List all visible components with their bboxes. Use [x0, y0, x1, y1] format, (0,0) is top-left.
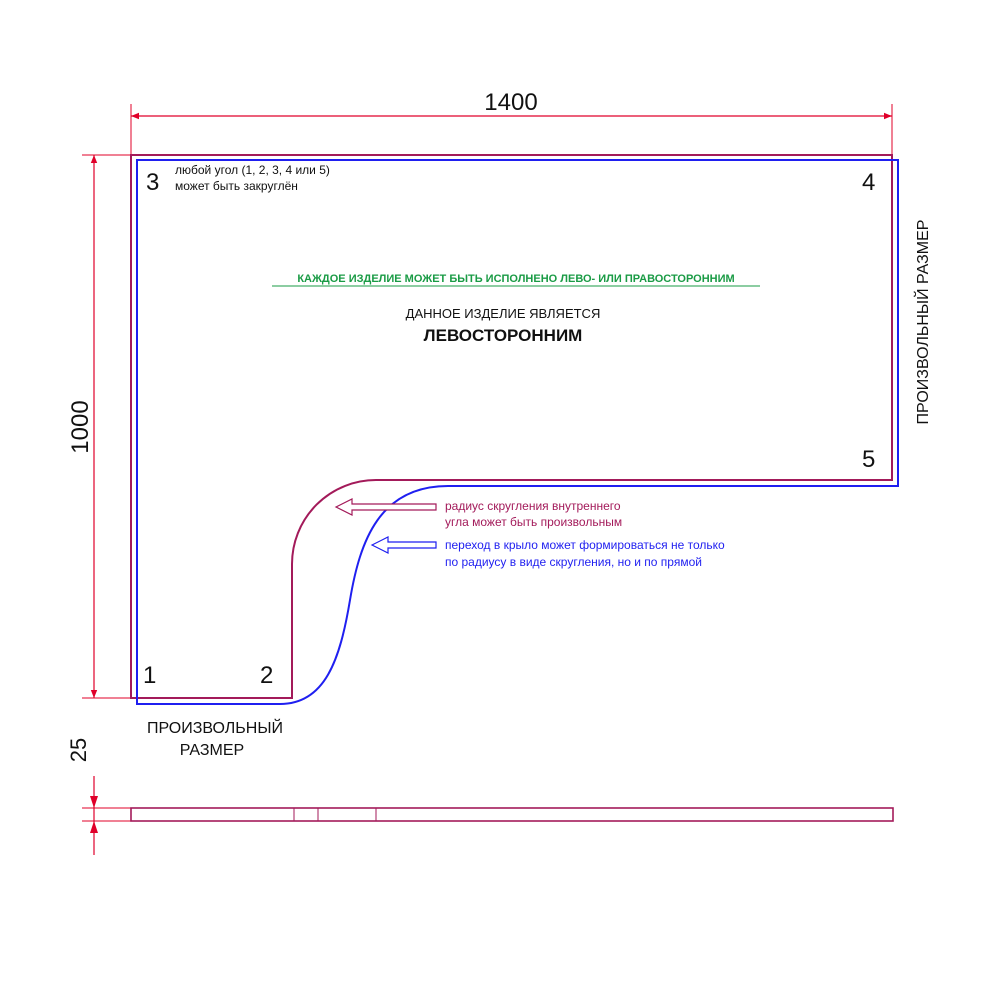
thickness-dimension: 25 [66, 738, 131, 855]
width-value: 1400 [484, 89, 537, 116]
straight-transition-outline [136, 159, 899, 705]
corner-number-5: 5 [862, 446, 875, 473]
bottom-side-label-line1: ПРОИЗВОЛЬНЫЙ [147, 718, 283, 737]
transition-note-line1: переход в крыло может формироваться не т… [445, 538, 725, 552]
height-value: 1000 [67, 400, 94, 453]
height-dimension: 1000 [67, 154, 131, 699]
corner-number-3: 3 [146, 169, 159, 196]
thickness-arrow-bottom [90, 821, 98, 833]
transition-note-line2: по радиусу в виде скругления, но и по пр… [445, 555, 702, 569]
thickness-value: 25 [66, 738, 91, 762]
product-is-label: ДАННОЕ ИЗДЕЛИЕ ЯВЛЯЕТСЯ [406, 306, 601, 321]
left-hand-outline [130, 154, 893, 699]
corner-note-line2: может быть закруглён [175, 179, 298, 193]
corner-note-line1: любой угол (1, 2, 3, 4 или 5) [175, 163, 330, 177]
orientation-note: КАЖДОЕ ИЗДЕЛИЕ МОЖЕТ БЫТЬ ИСПОЛНЕНО ЛЕВО… [297, 273, 734, 285]
thickness-arrow-top [90, 796, 98, 808]
product-side-label: ЛЕВОСТОРОННИМ [424, 326, 583, 345]
bottom-side-label-line2: РАЗМЕР [180, 742, 244, 759]
side-view [130, 807, 894, 822]
transition-note-arrow [370, 536, 437, 554]
corner-number-2: 2 [260, 662, 273, 689]
radius-note-line1: радиус скругления внутреннего [445, 499, 621, 513]
right-side-label: ПРОИЗВОЛЬНЫЙ РАЗМЕР [913, 220, 932, 425]
radius-note-line2: угла может быть произвольным [445, 515, 622, 529]
corner-number-1: 1 [143, 662, 156, 689]
width-dimension: 1400 [130, 89, 893, 160]
side-view-panel [130, 807, 894, 822]
radius-note-arrow [334, 498, 437, 516]
corner-number-4: 4 [862, 169, 875, 196]
